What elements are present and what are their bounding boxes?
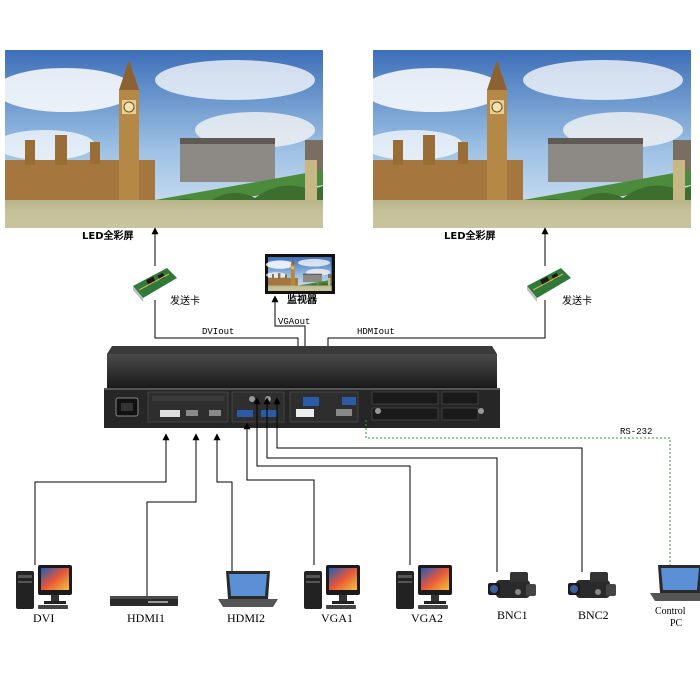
led-screen-left-label: LED全彩屏 [82,229,134,242]
desktop-pc-icon [304,565,360,609]
video-camera-icon [568,572,616,598]
source-bnc1-label: BNC1 [497,608,528,622]
laptop-icon [650,565,700,601]
source-vga1-label: VGA1 [321,611,353,625]
monitor-label: 监视器 [287,293,318,306]
sending-card-right-label: 发送卡 [562,294,592,307]
control-pc-label-line2: PC [670,618,683,629]
rs232-label: RS-232 [620,427,652,437]
vga-out-label: VGAout [278,317,310,327]
source-hdmi2: HDMI2 [218,571,278,625]
rs232-link [365,420,671,565]
source-bnc2-label: BNC2 [578,608,609,622]
led-screen-right-label: LED全彩屏 [444,229,496,242]
dvi-out-label: DVIout [202,327,234,337]
source-vga2: VGA2 [396,565,452,625]
monitor-icon [265,254,335,294]
source-hdmi2-label: HDMI2 [227,611,265,625]
source-dvi: DVI [16,565,72,625]
media-player-icon [110,596,178,606]
video-processor [104,346,500,428]
control-pc: Control PC [650,565,700,629]
source-vga1: VGA1 [304,565,360,625]
input-cables [34,397,583,598]
desktop-pc-icon [396,565,452,609]
source-bnc1: BNC1 [488,572,536,622]
source-hdmi1-label: HDMI1 [127,611,165,625]
source-hdmi1: HDMI1 [110,596,178,625]
led-screen-left [0,49,324,229]
video-camera-icon [488,572,536,598]
source-bnc2: BNC2 [568,572,616,622]
desktop-pc-icon [16,565,72,609]
control-pc-label-line1: Control [655,606,686,617]
laptop-icon [218,571,278,607]
sending-card-left-label: 发送卡 [170,294,200,307]
hdmi-out-label: HDMIout [357,327,395,337]
led-screen-right [362,49,692,229]
source-vga2-label: VGA2 [411,611,443,625]
source-dvi-label: DVI [33,611,54,625]
